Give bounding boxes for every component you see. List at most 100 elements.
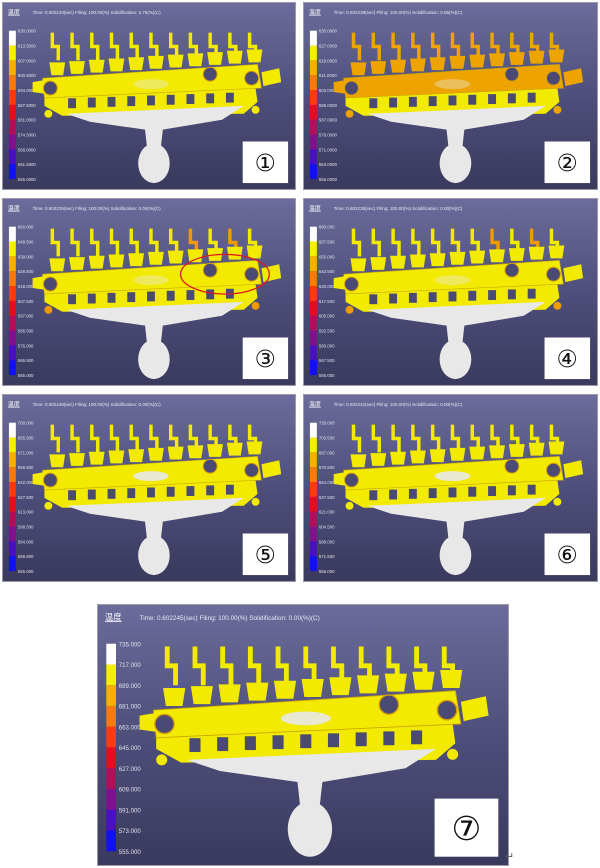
frame-hole [127,488,136,499]
legend-value: 627.000 [119,766,142,773]
overflow-block [350,258,367,272]
side-overflow [261,68,282,87]
riser-gate [247,646,262,686]
riser-gate [450,32,461,61]
legend-value: 613.5000 [18,44,37,49]
legend-value: 621.000 [319,510,335,515]
panel-number-label: ① [255,149,276,177]
frame-hole [408,488,417,499]
riser-gate [470,228,480,257]
legend-value: 717.000 [119,662,142,669]
overflow-block [88,59,105,73]
legend-color-swatch [106,726,117,748]
legend-value: 627.0000 [319,44,338,49]
legend-color-swatch [309,467,317,483]
sprue-biscuit [138,339,170,380]
legend-color-swatch [106,747,117,769]
frame-hole [68,294,76,305]
hot-spot-region [434,79,471,90]
legend-value: 605.000 [319,314,335,319]
legend-value: 555.000 [18,569,34,574]
overflow-block [167,250,184,264]
overflow-block [207,444,223,457]
panel-number-label: ④ [557,345,578,373]
side-overflow [333,276,348,291]
legend-color-swatch [309,149,317,165]
legend-color-swatch [8,164,16,180]
legend-value: 567.500 [319,358,335,363]
frame-hole [166,94,175,105]
legend-color-swatch [309,482,317,497]
casting-bore-hole [546,462,561,478]
overflow-block [548,49,565,63]
legend-color-swatch [8,241,16,257]
frame-hole [507,289,516,300]
legend-color-swatch [309,241,317,257]
legend-value: 576.000 [18,343,34,348]
runner [367,301,546,344]
panel-number-box [242,533,289,576]
overflow-block [469,54,486,68]
casting-bore-hole [202,458,218,474]
overflow-block [508,52,525,65]
riser-gate [129,228,139,257]
frame-hole [127,292,136,303]
overflow-block [187,249,204,263]
casting-bore-hole [546,266,561,282]
legend-color-swatch [8,556,16,572]
status-header: Time: 0.602246(sec) Filing: 100.00(%) So… [33,402,162,407]
casting-bore-hole [42,472,58,488]
overflow-block [390,255,406,269]
overflow-block [409,58,426,72]
side-overflow [563,264,584,283]
overflow-block [226,442,243,456]
overflow-block [148,447,164,461]
riser-gate [109,228,120,257]
frame-hole [87,489,96,500]
legend-value: 591.000 [119,807,142,814]
legend-color-swatch [309,90,317,105]
frame-hole [389,293,398,304]
frame-hole [206,289,215,300]
overflow-block [49,258,66,272]
frame-hole [488,94,497,105]
legend-color-swatch [106,664,117,686]
legend-color-swatch [8,526,16,542]
runner [367,497,546,540]
overflow-block [128,449,145,463]
sprue-biscuit [287,801,333,857]
side-overflow [139,712,159,733]
side-overflow [460,696,489,722]
overflow-block [508,444,525,457]
frame-hole [507,485,516,496]
casting-lug [345,305,354,314]
frame-hole [428,292,437,303]
casting-bore-hole [504,66,520,82]
legend-color-swatch [309,30,317,46]
overflow-block [390,59,406,73]
hot-spot-region [133,79,169,90]
legend-color-swatch [8,90,16,105]
legend-color-swatch [8,482,16,497]
overflow-block [88,255,105,269]
hot-spot-region [133,275,169,286]
frame-hole [408,292,417,303]
overflow-block [128,253,145,267]
legend-value: 611.0000 [319,73,337,78]
casting-bore-hole [344,472,359,488]
panel-number-box [434,798,499,857]
legend-value: 630.0000 [18,29,37,34]
frame-hole [147,291,155,302]
overflow-block [370,257,387,270]
casting-bore-hole [344,276,359,292]
riser-gate [411,32,421,61]
panel-number-label: ⑤ [255,541,276,569]
riser-gate [149,228,159,257]
legend-color-swatch [8,60,16,76]
frame-hole [225,484,234,495]
legend-color-swatch [309,134,317,150]
overflow-block [429,57,446,71]
